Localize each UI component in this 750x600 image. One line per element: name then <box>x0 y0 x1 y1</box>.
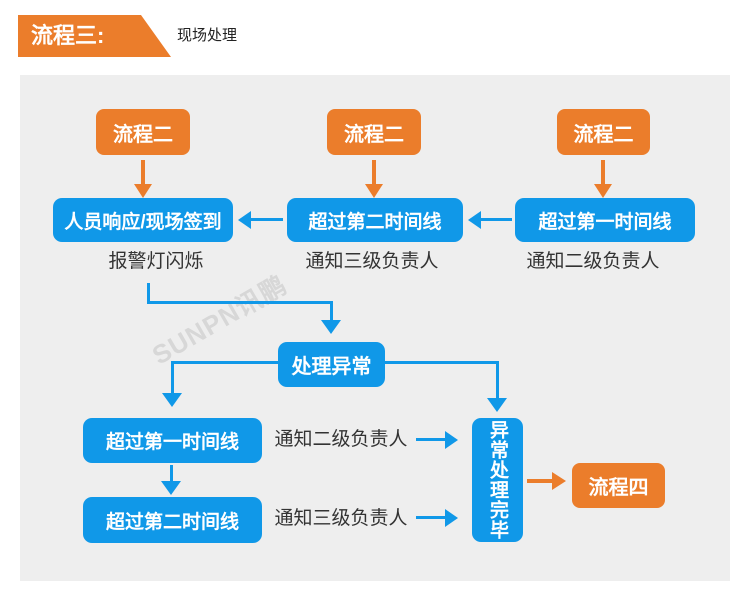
header-badge: 流程三: <box>31 23 105 48</box>
process-four-box: 流程四 <box>572 463 665 508</box>
first-timeline-box-top: 超过第一时间线 <box>515 198 695 242</box>
caption-notify-level3-top: 通知三级负责人 <box>305 251 439 272</box>
caption-notify-level2-top: 通知二级负责人 <box>526 251 660 272</box>
right-arrow-icon <box>445 431 458 449</box>
down-arrow-icon <box>170 465 173 482</box>
down-arrow-icon <box>134 184 152 198</box>
process-two-box-right: 流程二 <box>557 109 650 155</box>
left-arrow-icon <box>481 218 512 221</box>
down-arrow-icon <box>594 184 612 198</box>
caption-alarm-flash: 报警灯闪烁 <box>108 251 204 272</box>
header-subtitle: 现场处理 <box>177 27 238 44</box>
connector-line <box>147 283 150 304</box>
caption-notify-level2-bottom: 通知二级负责人 <box>274 429 408 450</box>
process-two-box-left: 流程二 <box>96 109 190 155</box>
header-ribbon: 流程三: <box>18 15 171 57</box>
down-arrow-icon <box>372 160 376 184</box>
down-arrow-icon <box>321 320 341 334</box>
connector-line <box>496 361 499 399</box>
right-arrow-icon <box>445 509 458 527</box>
down-arrow-icon <box>162 393 182 407</box>
exception-complete-label: 异常处理完毕 <box>487 420 508 540</box>
right-arrow-icon <box>416 516 445 519</box>
right-arrow-icon <box>416 438 445 441</box>
down-arrow-icon <box>487 398 507 412</box>
first-timeline-box-bottom: 超过第一时间线 <box>83 418 262 463</box>
down-arrow-icon <box>601 160 605 184</box>
connector-line <box>147 301 333 304</box>
personnel-response-box: 人员响应/现场签到 <box>53 198 233 242</box>
left-arrow-icon <box>251 218 283 221</box>
connector-line <box>171 361 174 394</box>
right-arrow-icon <box>527 479 552 483</box>
connector-line <box>171 361 281 364</box>
left-arrow-icon <box>238 211 251 229</box>
down-arrow-icon <box>141 160 145 184</box>
process-two-box-middle: 流程二 <box>327 109 421 155</box>
connector-line <box>385 361 499 364</box>
exception-complete-box: 异常处理完毕 <box>472 418 523 542</box>
right-arrow-icon <box>552 472 566 490</box>
down-arrow-icon <box>161 481 181 495</box>
left-arrow-icon <box>468 211 481 229</box>
down-arrow-icon <box>365 184 383 198</box>
second-timeline-box-top: 超过第二时间线 <box>287 198 463 242</box>
caption-notify-level3-bottom: 通知三级负责人 <box>274 508 408 529</box>
second-timeline-box-bottom: 超过第二时间线 <box>83 497 262 543</box>
connector-line <box>330 301 333 320</box>
handle-exception-box: 处理异常 <box>278 342 385 387</box>
